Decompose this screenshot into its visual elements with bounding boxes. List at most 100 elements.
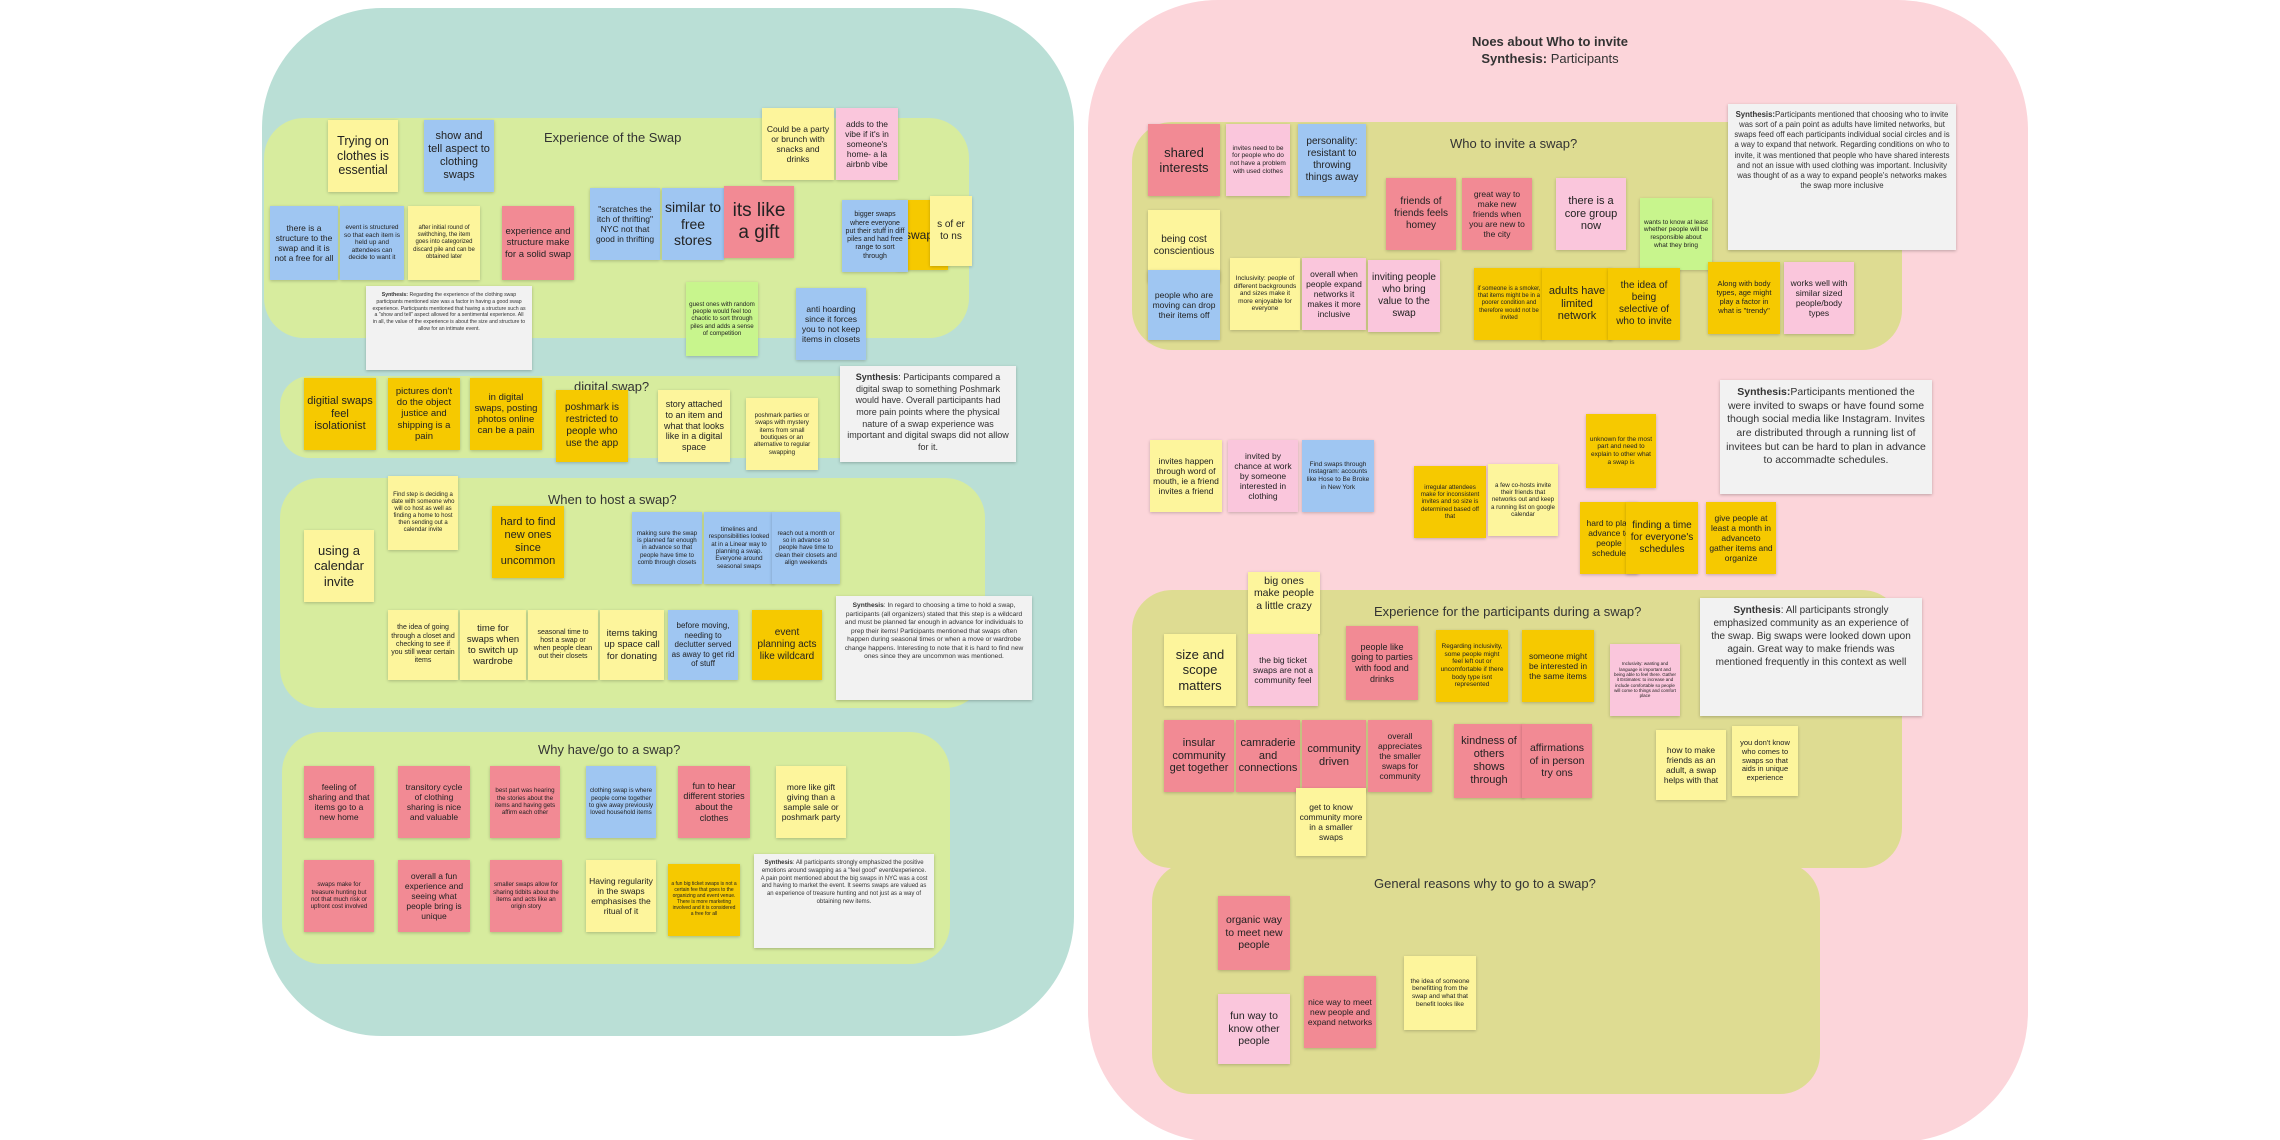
sticky-note[interactable]: inviting people who bring value to the s… [1368, 260, 1440, 332]
sticky-note[interactable]: fun way to know other people [1218, 994, 1290, 1064]
synthesis-label: Synthesis: [1735, 110, 1776, 119]
sticky-note[interactable]: how to make friends as an adult, a swap … [1656, 730, 1726, 800]
sticky-note[interactable]: hard to find new ones since uncommon [492, 506, 564, 578]
group-title-who-invite: Who to invite a swap? [1450, 136, 1578, 151]
sticky-note[interactable]: a fun big ticket swaps is not a certain … [668, 864, 740, 936]
sticky-note[interactable]: show and tell aspect to clothing swaps [424, 120, 494, 192]
sticky-note[interactable]: adds to the vibe if it's in someone's ho… [836, 108, 898, 180]
sticky-note[interactable]: reach out a month or so in advance so pe… [772, 512, 840, 584]
sticky-note[interactable]: insular community get together [1164, 720, 1234, 792]
sticky-note[interactable]: event planning acts like wildcard [752, 610, 822, 680]
sticky-note[interactable]: bigger swaps where everyone put their st… [842, 200, 908, 272]
sticky-note[interactable]: overall appreciates the smaller swaps fo… [1368, 720, 1432, 792]
sticky-note[interactable]: Along with body types, age might play a … [1708, 262, 1780, 334]
sticky-note[interactable]: the big ticket swaps are not a community… [1248, 634, 1318, 706]
sticky-note[interactable]: people who are moving can drop their ite… [1148, 270, 1220, 340]
sticky-note[interactable]: size and scope matters [1164, 634, 1236, 706]
sticky-note[interactable]: Inclusivity: people of different backgro… [1230, 258, 1300, 330]
sticky-note[interactable]: get to know community more in a smaller … [1296, 788, 1366, 856]
sticky-note[interactable]: someone might be interested in the same … [1522, 630, 1594, 702]
sticky-note[interactable]: Find swaps through Instagram: accounts l… [1302, 440, 1374, 512]
sticky-note[interactable]: the idea of going through a closet and c… [388, 610, 458, 680]
sticky-note[interactable]: fun to hear different stories about the … [678, 766, 750, 838]
synthesis-box[interactable]: Synthesis: Participants compared a digit… [840, 366, 1016, 462]
sticky-note[interactable]: the idea of being selective of who to in… [1608, 268, 1680, 340]
sticky-note[interactable]: Inclusivity: wanting and language is imp… [1610, 644, 1680, 716]
sticky-note[interactable]: you don't know who comes to swaps so tha… [1732, 726, 1798, 796]
synthesis-label: Synthesis [852, 602, 884, 609]
sticky-note[interactable]: community driven [1302, 720, 1366, 792]
sticky-note[interactable]: seasonal time to host a swap or when peo… [528, 610, 598, 680]
sticky-note[interactable]: kindness of others shows through [1454, 724, 1524, 798]
sticky-note[interactable]: pictures don't do the object justice and… [388, 378, 460, 450]
synthesis-box[interactable]: Synthesis:Participants mentioned the wer… [1720, 380, 1932, 494]
sticky-note[interactable]: story attached to an item and what that … [658, 390, 730, 462]
sticky-note[interactable]: items taking up space call for donating [600, 610, 664, 680]
sticky-note[interactable]: anti hoarding since it forces you to not… [796, 288, 866, 360]
sticky-note[interactable]: more like gift giving than a sample sale… [776, 766, 846, 838]
synthesis-box[interactable]: Synthesis:Participants mentioned that ch… [1728, 104, 1956, 250]
sticky-note[interactable]: if someone is a smoker, that items might… [1474, 268, 1544, 340]
sticky-note[interactable]: shared interests [1148, 124, 1220, 196]
sticky-note[interactable]: great way to make new friends when you a… [1462, 178, 1532, 250]
sticky-note[interactable]: swaps make for treasure hunting but not … [304, 860, 374, 932]
sticky-note[interactable]: there is a structure to the swap and it … [270, 206, 338, 280]
sticky-note[interactable]: works well with similar sized people/bod… [1784, 262, 1854, 334]
sticky-note[interactable]: transitory cycle of clothing sharing is … [398, 766, 470, 838]
group-title-general-reasons: General reasons why to go to a swap? [1374, 876, 1596, 891]
sticky-note[interactable]: feeling of sharing and that items go to … [304, 766, 374, 838]
sticky-note[interactable]: clothing swap is where people come toget… [586, 766, 656, 838]
sticky-note[interactable]: irregular attendees make for inconsisten… [1414, 466, 1486, 538]
sticky-note[interactable]: friends of friends feels homey [1386, 178, 1456, 250]
sticky-note[interactable]: camraderie and connections [1236, 720, 1300, 792]
sticky-note[interactable]: "scratches the itch of thrifting" NYC no… [590, 188, 660, 260]
sticky-note[interactable]: invites happen through word of mouth, ie… [1150, 440, 1222, 512]
sticky-note[interactable]: the idea of someone benefitting from the… [1404, 956, 1476, 1030]
sticky-note[interactable]: nice way to meet new people and expand n… [1304, 976, 1376, 1048]
sticky-note[interactable]: Could be a party or brunch with snacks a… [762, 108, 834, 180]
sticky-note[interactable]: event is structured so that each item is… [340, 206, 404, 280]
sticky-note[interactable]: finding a time for everyone's schedules [1626, 502, 1698, 574]
sticky-note[interactable]: invites need to be for people who do not… [1226, 124, 1290, 196]
sticky-note[interactable]: s of er to ns [930, 196, 972, 266]
sticky-note[interactable]: best part was hearing the stories about … [490, 766, 560, 838]
sticky-note[interactable]: experience and structure make for a soli… [502, 206, 574, 280]
sticky-note[interactable]: give people at least a month in advancet… [1706, 502, 1776, 574]
sticky-note[interactable]: organic way to meet new people [1218, 896, 1290, 970]
sticky-note[interactable]: Regarding inclusivity, some people might… [1436, 630, 1508, 702]
sticky-note[interactable]: time for swaps when to switch up wardrob… [460, 610, 526, 680]
sticky-note[interactable]: adults have limited network [1542, 268, 1612, 340]
sticky-note[interactable]: making sure the swap is planned far enou… [632, 512, 702, 584]
sticky-note[interactable]: using a calendar invite [304, 530, 374, 602]
sticky-note[interactable]: people like going to parties with food a… [1346, 626, 1418, 700]
sticky-note[interactable]: guest ones with random people would feel… [686, 282, 758, 356]
sticky-note[interactable]: before moving, needing to declutter serv… [668, 610, 738, 680]
sticky-note[interactable]: timelines and responsibilities looked at… [704, 512, 774, 584]
sticky-note[interactable]: Find step is deciding a date with someon… [388, 476, 458, 550]
sticky-note[interactable]: poshmark is restricted to people who use… [556, 390, 628, 462]
sticky-note[interactable]: after initial round of swithching, the i… [408, 206, 480, 280]
sticky-note[interactable]: unknown for the most part and need to ex… [1586, 414, 1656, 488]
synthesis-box[interactable]: Synthesis: All participants strongly emp… [754, 854, 934, 948]
synthesis-box[interactable]: Synthesis: Regarding the experience of t… [366, 286, 532, 370]
sticky-note[interactable]: in digital swaps, posting photos online … [470, 378, 542, 450]
sticky-note[interactable]: digitial swaps feel isolationist [304, 378, 376, 450]
sticky-note[interactable]: its like a gift [724, 186, 794, 258]
synthesis-box[interactable]: Synthesis: All participants strongly emp… [1700, 598, 1922, 716]
sticky-note[interactable]: overall a fun experience and seeing what… [398, 860, 470, 932]
sticky-note[interactable]: Trying on clothes is essential [328, 120, 398, 192]
sticky-note[interactable]: personality: resistant to throwing thing… [1298, 124, 1366, 196]
sticky-note[interactable]: Having regularity in the swaps emphasise… [586, 860, 656, 932]
sticky-note[interactable]: wants to know at least whether people wi… [1640, 198, 1712, 270]
sticky-note[interactable]: big ones make people a little crazy [1248, 572, 1320, 634]
sticky-note[interactable]: overall when people expand networks it m… [1302, 258, 1366, 330]
sticky-note[interactable]: poshmark parties or swaps with mystery i… [746, 398, 818, 470]
sticky-note[interactable]: there is a core group now [1556, 178, 1626, 250]
sticky-note[interactable]: invited by chance at work by someone int… [1228, 440, 1298, 512]
synthesis-box[interactable]: Synthesis: In regard to choosing a time … [836, 596, 1032, 700]
sticky-note[interactable]: affirmations of in person try ons [1522, 724, 1592, 798]
sticky-note[interactable]: a few co-hosts invite their friends that… [1488, 464, 1558, 536]
sticky-note[interactable]: similar to free stores [662, 188, 724, 260]
sticky-note[interactable]: smaller swaps allow for sharing tidbits … [490, 860, 562, 932]
